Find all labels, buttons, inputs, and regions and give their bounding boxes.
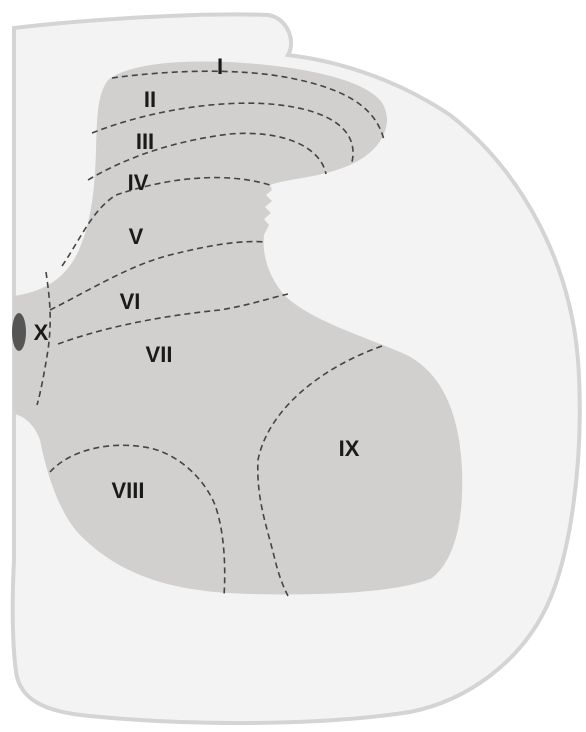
label-lamina-vii: VII [146,342,173,367]
label-lamina-iii: III [136,129,154,154]
label-lamina-viii: VIII [111,478,144,503]
boundary-vii-ix [256,345,383,597]
boundary-iv-v [61,176,271,267]
boundary-vi-vii [57,293,289,345]
label-lamina-i: I [217,54,223,79]
label-lamina-ix: IX [339,436,360,461]
label-lamina-vi: VI [120,289,141,314]
central-canal [12,313,26,351]
lamina-boundaries [36,70,385,597]
boundary-ii-iii [91,102,354,163]
boundary-x [36,271,51,406]
label-lamina-iv: IV [128,170,149,195]
boundary-i-ii [111,70,385,141]
gray-matter [14,61,463,595]
label-lamina-ii: II [144,87,156,112]
label-lamina-v: V [129,224,144,249]
boundary-vii-viii [49,444,226,597]
lamina-labels: I II III IV V VI VII VIII IX X [34,54,360,503]
label-lamina-x: X [34,320,49,345]
boundary-v-vi [49,240,267,311]
boundary-iii-iv [87,132,327,181]
